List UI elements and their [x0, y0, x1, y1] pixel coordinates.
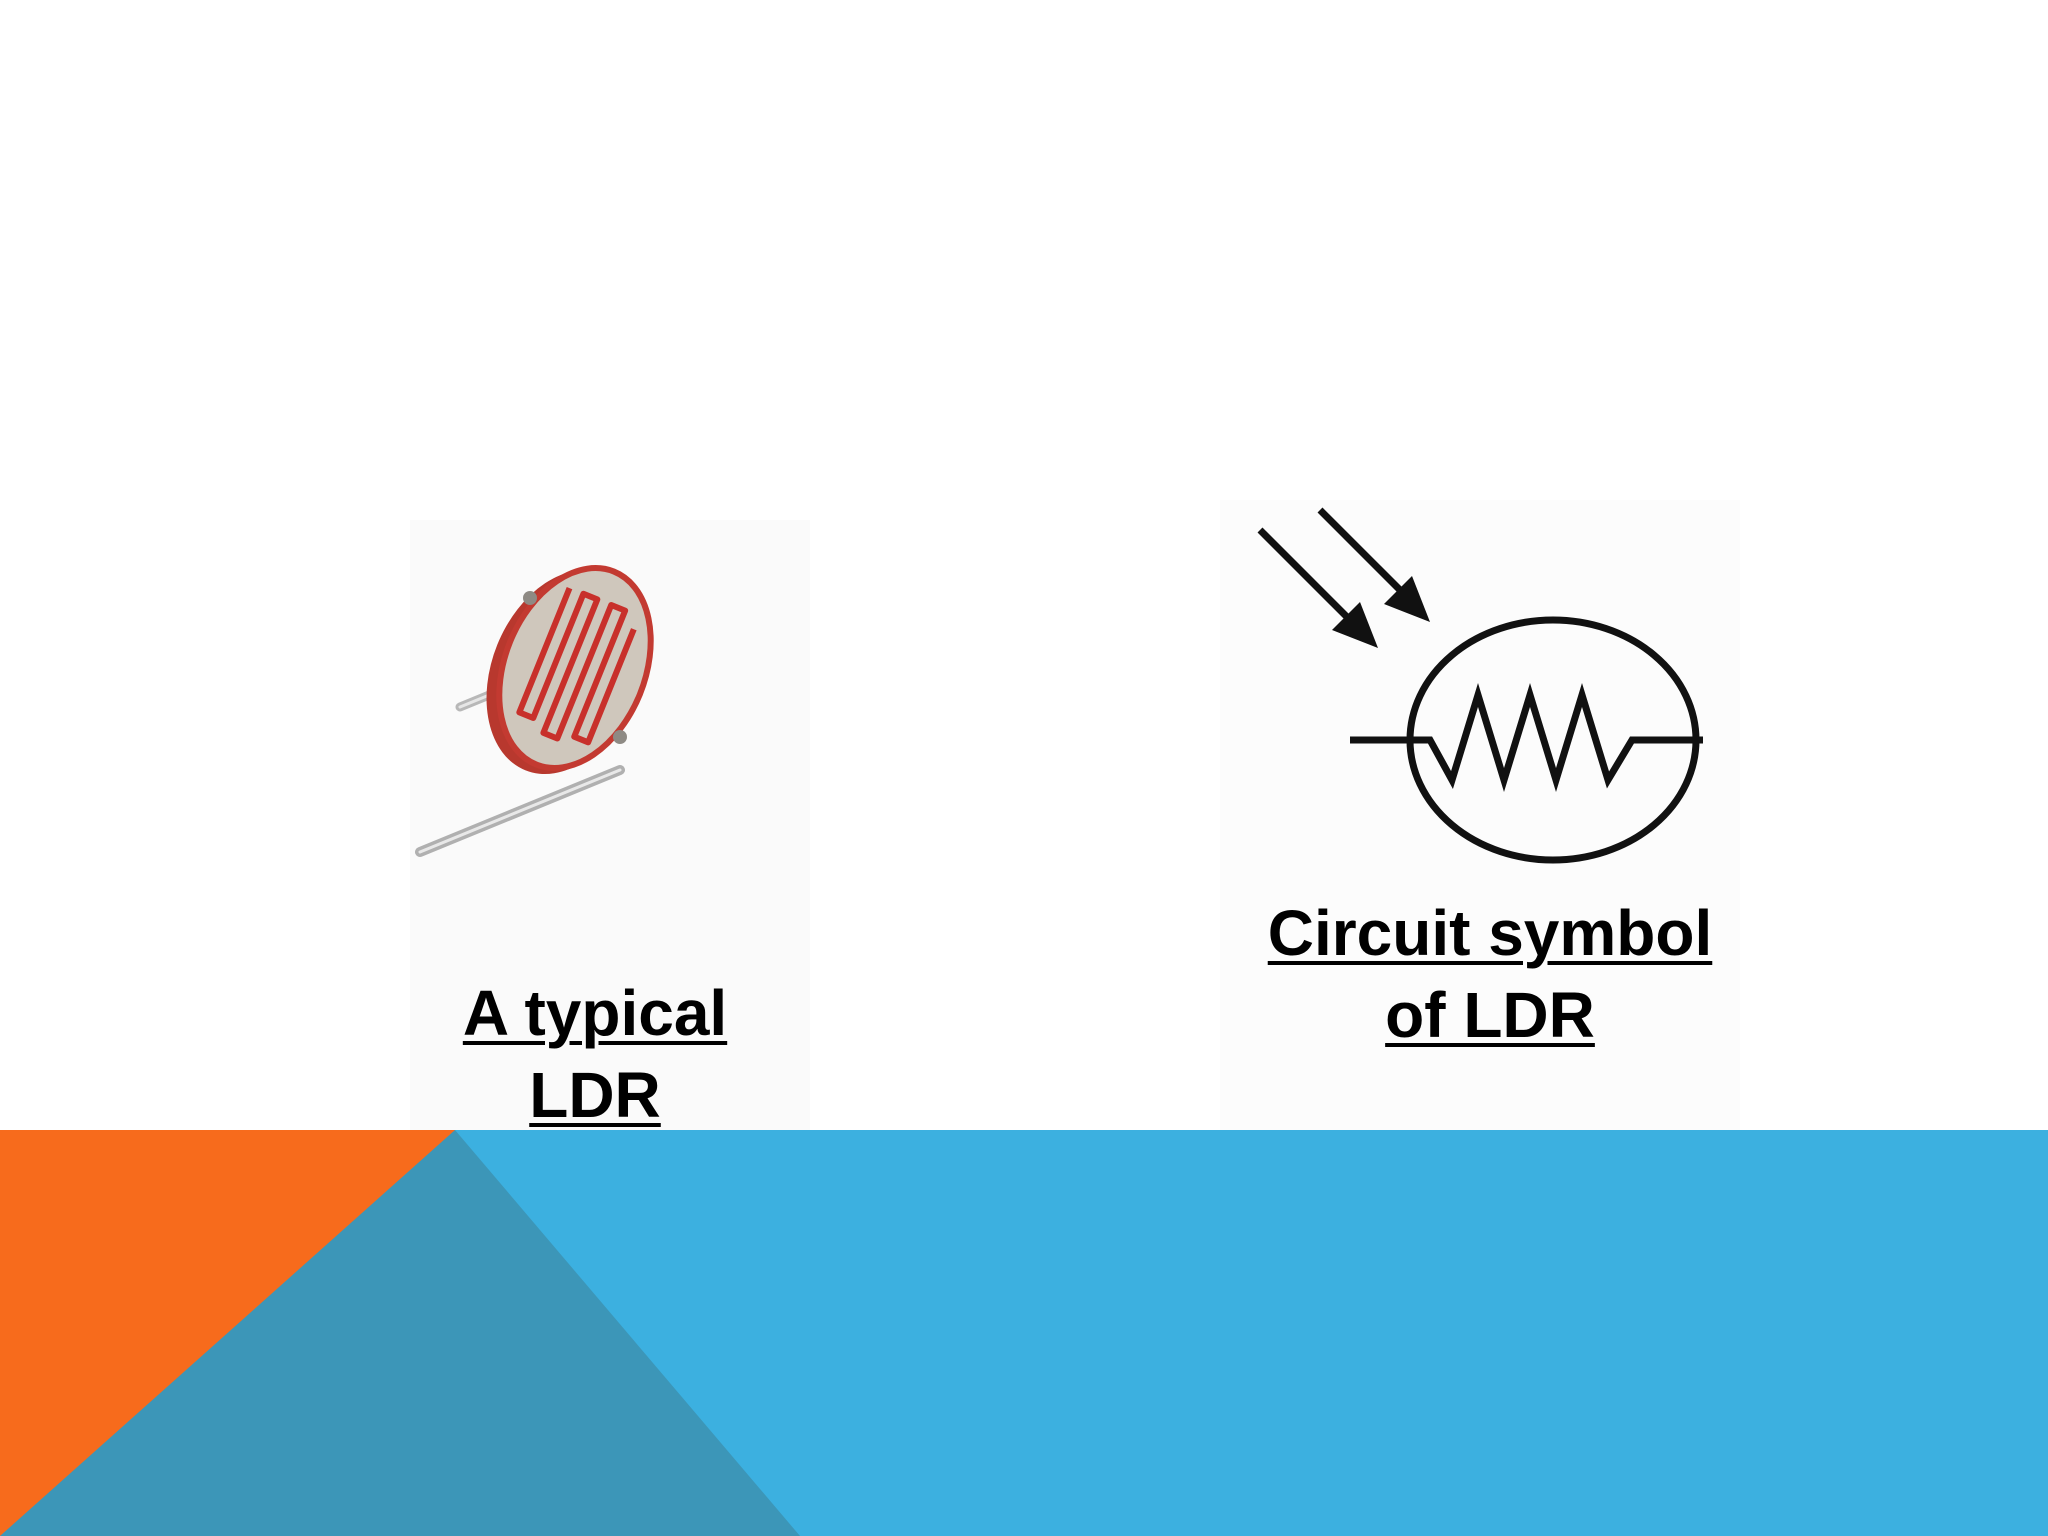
ldr-symbol-caption-line-1: Circuit symbol	[1267, 897, 1713, 969]
footer-band	[0, 1130, 2048, 1536]
footer-orange-triangle	[0, 1130, 455, 1536]
ldr-photo-caption-line-2: LDR	[529, 1059, 661, 1131]
ldr-photo	[415, 565, 654, 857]
ldr-symbol-caption-line-2: of LDR	[1385, 979, 1595, 1051]
ldr-symbol-caption: Circuit symbol of LDR	[1230, 892, 1750, 1056]
ldr-photo-caption-line-1: A typical	[462, 977, 728, 1049]
ldr-symbol-background	[1220, 500, 1740, 1130]
ldr-symbol	[1257, 507, 1703, 864]
ldr-photo-caption: A typical LDR	[410, 972, 780, 1136]
